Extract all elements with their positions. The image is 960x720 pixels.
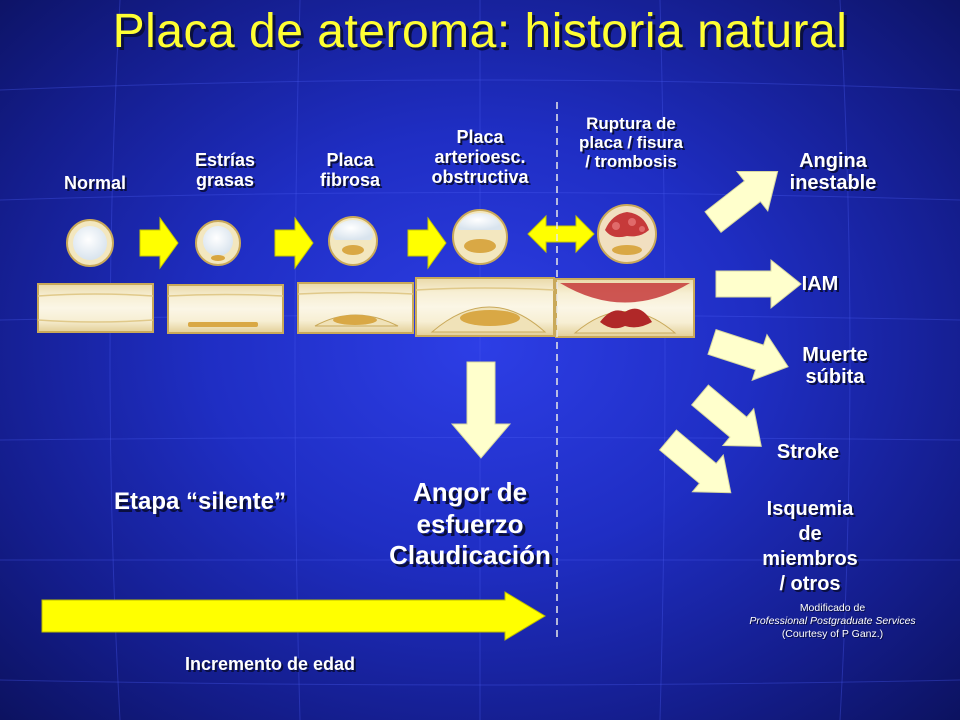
age-arrow xyxy=(41,591,546,641)
silent-stage-label: Etapa “silente” xyxy=(113,488,287,515)
outcome-muerte: Muerte súbita xyxy=(802,344,868,389)
arrow-iam xyxy=(715,258,802,310)
down-arrow xyxy=(450,361,512,459)
double-arrow xyxy=(527,214,595,254)
arrow-muerte xyxy=(707,329,789,382)
angor-label: Angor de esfuerzo Claudicación xyxy=(389,477,551,571)
vessel-normal xyxy=(37,283,154,333)
arrow-2 xyxy=(274,216,314,270)
vessel-obstructiva xyxy=(415,277,555,337)
arrow-isquemia xyxy=(658,429,732,494)
age-label: Incremento de edad xyxy=(184,654,356,674)
stage-label-placa-obstructiva: Placa arterioesc. obstructiva xyxy=(431,127,529,188)
stage-label-normal: Normal xyxy=(63,173,126,193)
arrow-stroke xyxy=(690,384,762,447)
cross-section-estrias xyxy=(195,220,241,266)
outcome-iam: IAM xyxy=(801,273,839,295)
arrow-angina xyxy=(704,171,779,233)
cross-section-obstructiva xyxy=(452,209,508,265)
arrow-1 xyxy=(139,216,179,270)
outcome-isquemia: Isquemia de miembros / otros xyxy=(762,498,858,595)
arrow-3 xyxy=(407,216,447,270)
vessel-estrias xyxy=(167,284,284,334)
page-title: Placa de ateroma: historia natural xyxy=(112,5,848,58)
vessel-fibrosa xyxy=(297,282,414,334)
cross-section-normal xyxy=(66,219,114,267)
stage-label-placa-fibrosa: Placa fibrosa xyxy=(319,150,380,191)
credit-text: Modificado de Professional Postgraduate … xyxy=(749,602,916,641)
cross-section-fibrosa xyxy=(328,216,378,266)
outcome-stroke: Stroke xyxy=(776,441,840,463)
vessel-ruptura xyxy=(555,278,695,338)
stage-label-estrias: Estrías grasas xyxy=(194,150,256,191)
cross-section-ruptura xyxy=(597,204,657,264)
outcome-angina: Angina inestable xyxy=(789,150,877,195)
stage-label-ruptura: Ruptura de placa / fisura / trombosis xyxy=(579,114,683,172)
